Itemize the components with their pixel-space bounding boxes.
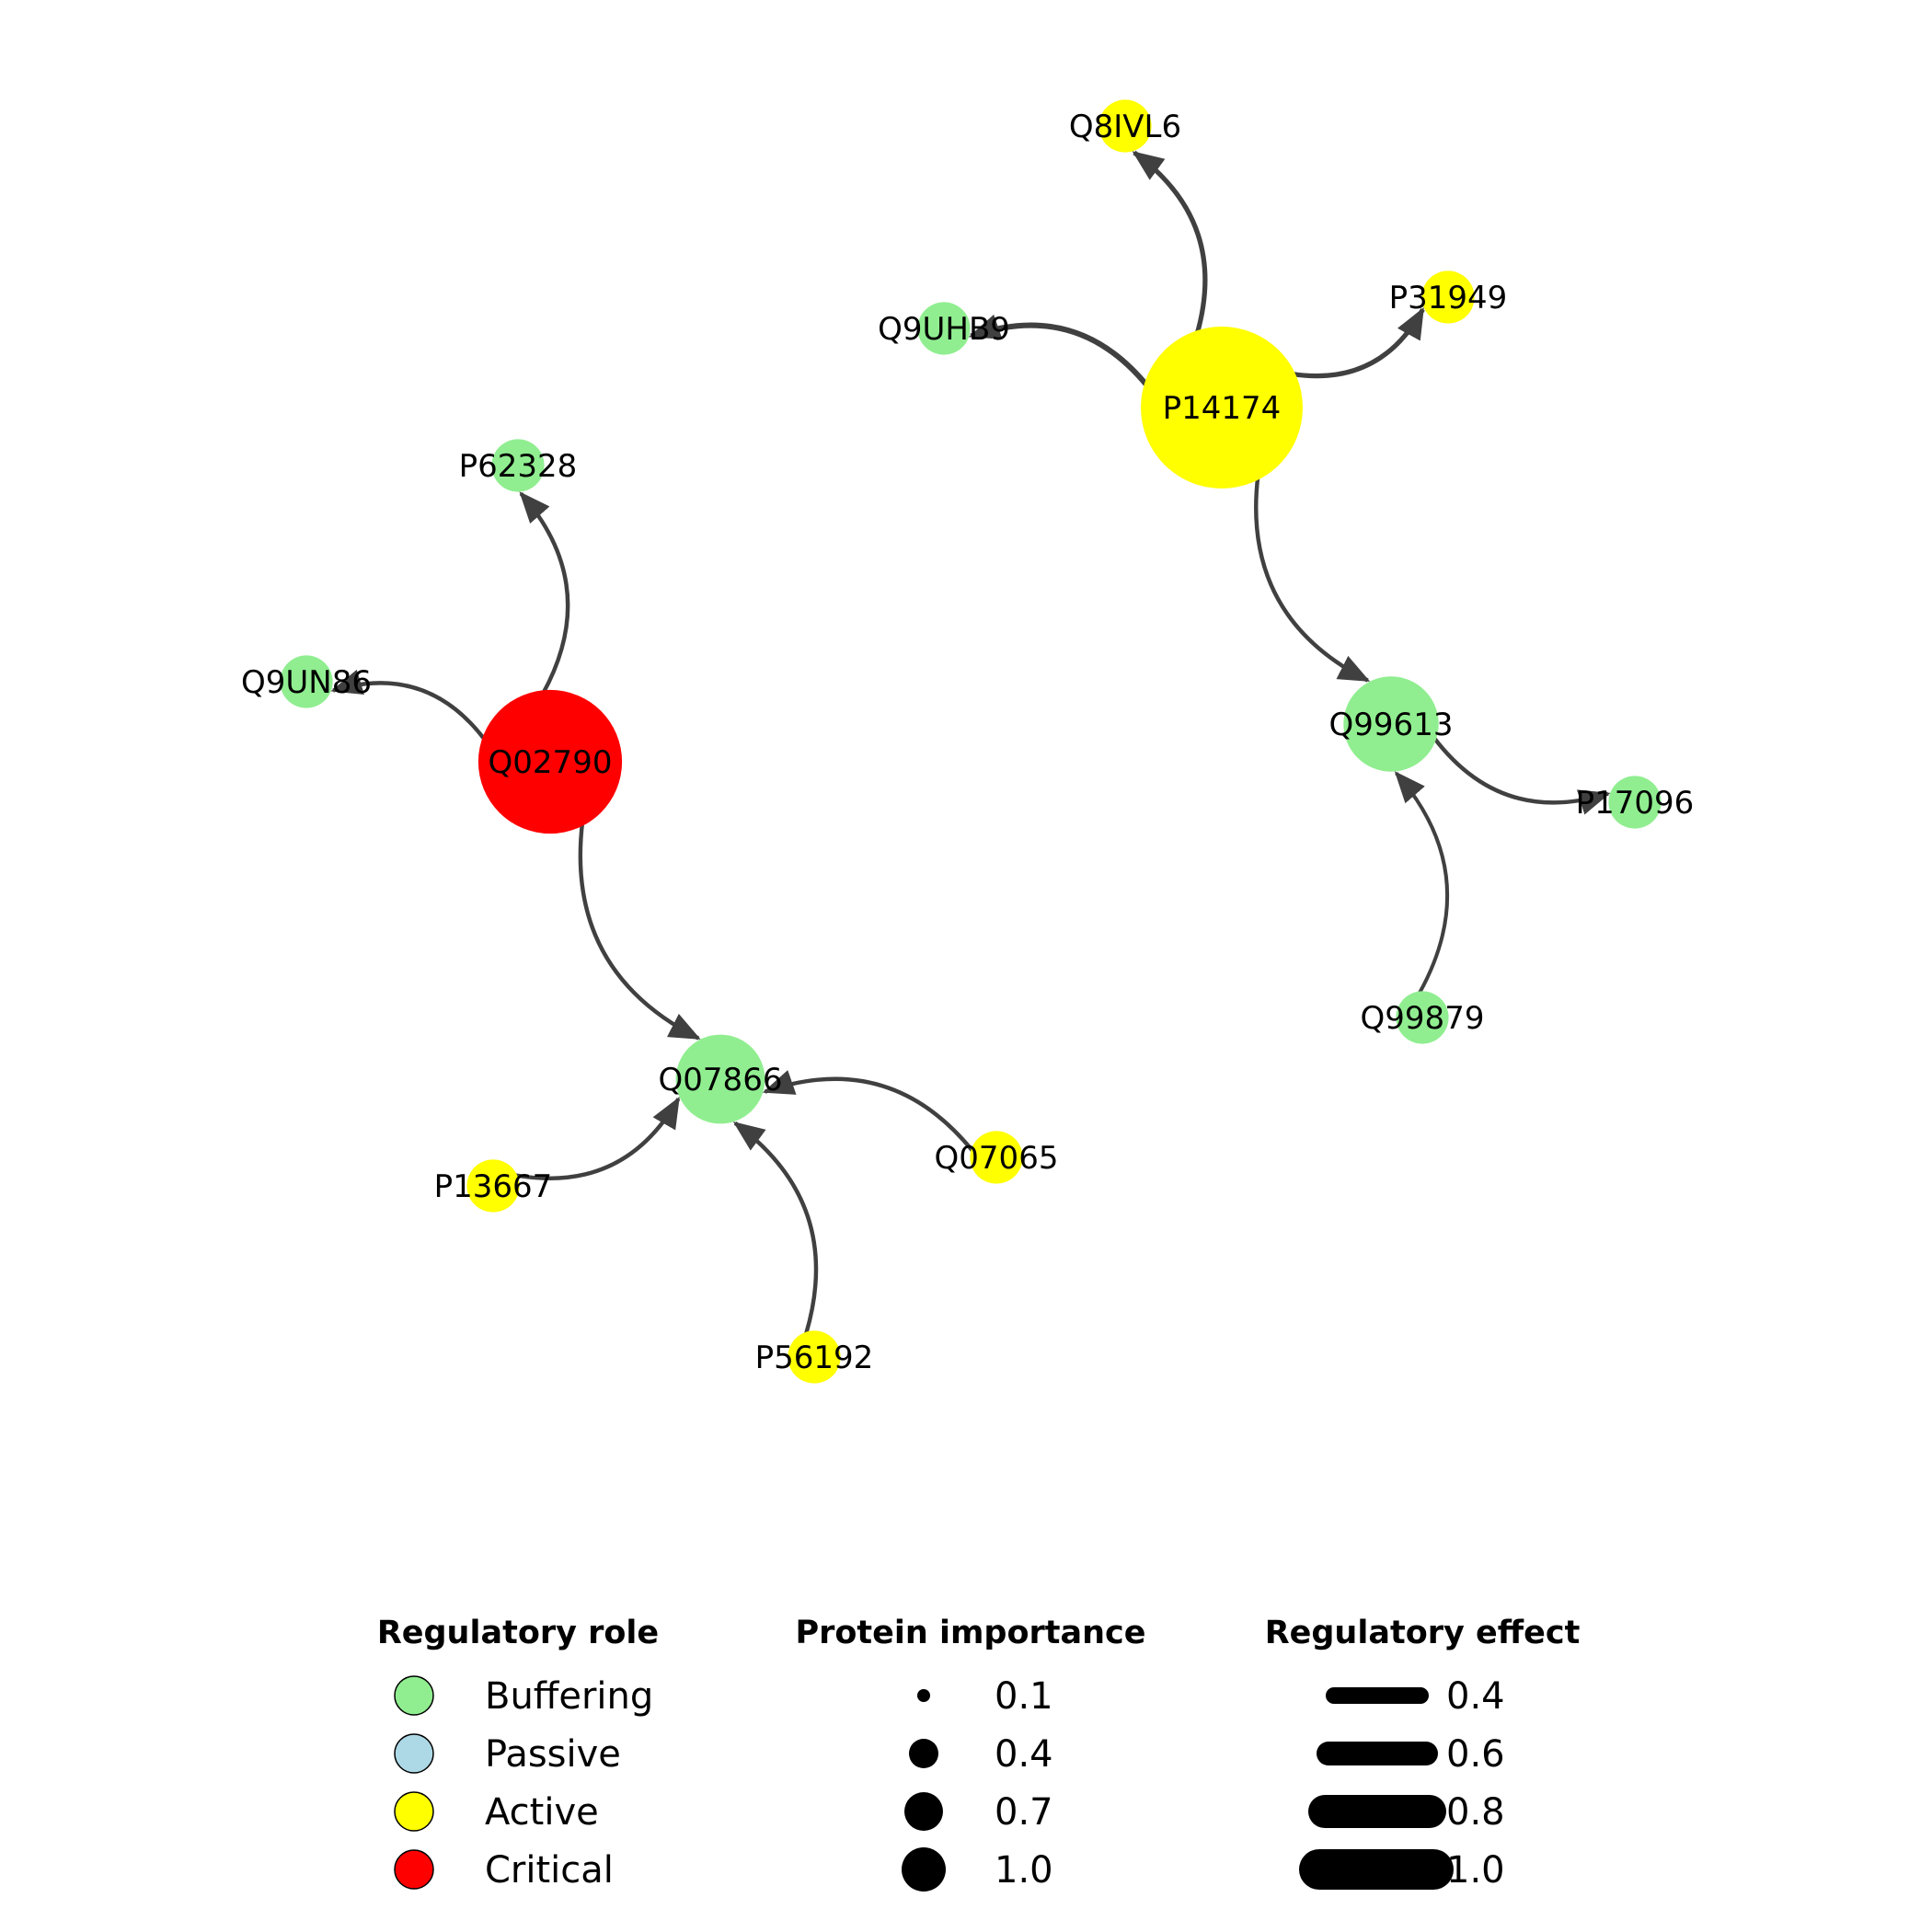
- node-label-P17096: P17096: [1576, 785, 1695, 822]
- node-Q8IVL6[interactable]: [1098, 99, 1152, 153]
- legend-size-label-0.1: 0.1: [995, 1675, 1053, 1718]
- node-label-P31949: P31949: [1389, 280, 1508, 316]
- node-P13667[interactable]: [466, 1159, 520, 1213]
- legend-width-label-1.0: 1.0: [1446, 1849, 1505, 1892]
- node-label-Q07866: Q07866: [659, 1062, 783, 1098]
- legend-title-importance: Protein importance: [795, 1615, 1145, 1651]
- node-label-Q02790: Q02790: [489, 744, 613, 781]
- legend-size-marker-0.4: [909, 1739, 938, 1768]
- node-label-P56192: P56192: [755, 1340, 874, 1376]
- node-label-Q9UN86: Q9UN86: [241, 664, 372, 701]
- node-label-Q8IVL6: Q8IVL6: [1069, 109, 1181, 145]
- node-label-Q9UHB9: Q9UHB9: [878, 311, 1010, 348]
- edge-Q02790-Q07866: [578, 822, 701, 1041]
- node-label-P13667: P13667: [434, 1168, 553, 1205]
- edge-Q99613-P17096: [1432, 736, 1611, 815]
- legend-label-buffering: Buffering: [485, 1675, 653, 1718]
- legend-size-label-1.0: 1.0: [995, 1849, 1053, 1892]
- legend-size-marker-0.1: [917, 1689, 930, 1702]
- legend-size-label-0.7: 0.7: [995, 1791, 1053, 1834]
- legend-effect: 0.4 0.6 0.8 1.0: [1299, 1675, 1505, 1892]
- node-label-P62328: P62328: [459, 448, 578, 485]
- legend-size-marker-0.7: [904, 1792, 943, 1831]
- node-Q02790[interactable]: [477, 689, 623, 834]
- node-label-P14174: P14174: [1163, 390, 1282, 427]
- node-Q99613[interactable]: [1343, 676, 1439, 772]
- edge-P13667-Q07866: [515, 1096, 681, 1180]
- legend: Regulatory role BufferingPassiveActiveCr…: [377, 1615, 1580, 1892]
- legend-width-label-0.4: 0.4: [1446, 1675, 1505, 1718]
- node-P17096[interactable]: [1608, 776, 1662, 829]
- edge-Q99879-Q99613: [1394, 771, 1450, 994]
- edge-Q07065-Q07866: [762, 1070, 974, 1152]
- node-Q9UHB9[interactable]: [917, 302, 971, 355]
- node-P14174[interactable]: [1141, 327, 1303, 489]
- edges-layer: [330, 150, 1611, 1334]
- legend-swatch-active: [394, 1791, 434, 1832]
- legend-swatch-buffering: [394, 1675, 434, 1716]
- edge-P14174-P31949: [1290, 306, 1425, 379]
- node-label-Q99879: Q99879: [1361, 1000, 1485, 1037]
- node-P31949[interactable]: [1421, 270, 1475, 324]
- edge-P56192-Q07866: [732, 1121, 819, 1334]
- edge-P14174-Q8IVL6: [1132, 150, 1208, 336]
- legend-label-critical: Critical: [485, 1849, 614, 1892]
- node-P56192[interactable]: [788, 1330, 841, 1384]
- legend-width-label-0.8: 0.8: [1446, 1791, 1505, 1834]
- legend-swatch-passive: [394, 1733, 434, 1774]
- edge-P14174-Q99613: [1254, 475, 1371, 683]
- legend-size-label-0.4: 0.4: [995, 1733, 1053, 1776]
- node-label-Q07065: Q07065: [935, 1140, 1059, 1177]
- legend-label-active: Active: [485, 1791, 599, 1834]
- legend-title-role: Regulatory role: [377, 1615, 659, 1651]
- node-P62328[interactable]: [491, 439, 545, 492]
- edge-Q02790-P62328: [519, 491, 570, 696]
- legend-size-marker-1.0: [902, 1847, 946, 1892]
- legend-width-label-0.6: 0.6: [1446, 1733, 1505, 1776]
- legend-label-passive: Passive: [485, 1733, 621, 1776]
- labels-layer: P14174 Q8IVL6P31949Q9UHB9Q99613P17096Q998…: [241, 109, 1694, 1376]
- edge-P14174-Q9UHB9: [968, 314, 1150, 388]
- legend-importance: 0.1 0.4 0.7 1.0: [902, 1675, 1053, 1892]
- edge-Q02790-Q9UN86: [330, 669, 488, 742]
- node-Q99879[interactable]: [1396, 991, 1449, 1044]
- legend-swatch-critical: [394, 1849, 434, 1890]
- node-Q07065[interactable]: [970, 1131, 1023, 1184]
- node-Q9UN86[interactable]: [280, 655, 333, 708]
- nodes-layer: [280, 99, 1662, 1384]
- node-Q07866[interactable]: [675, 1034, 765, 1124]
- node-label-Q99613: Q99613: [1329, 707, 1454, 743]
- legend-title-effect: Regulatory effect: [1265, 1615, 1581, 1651]
